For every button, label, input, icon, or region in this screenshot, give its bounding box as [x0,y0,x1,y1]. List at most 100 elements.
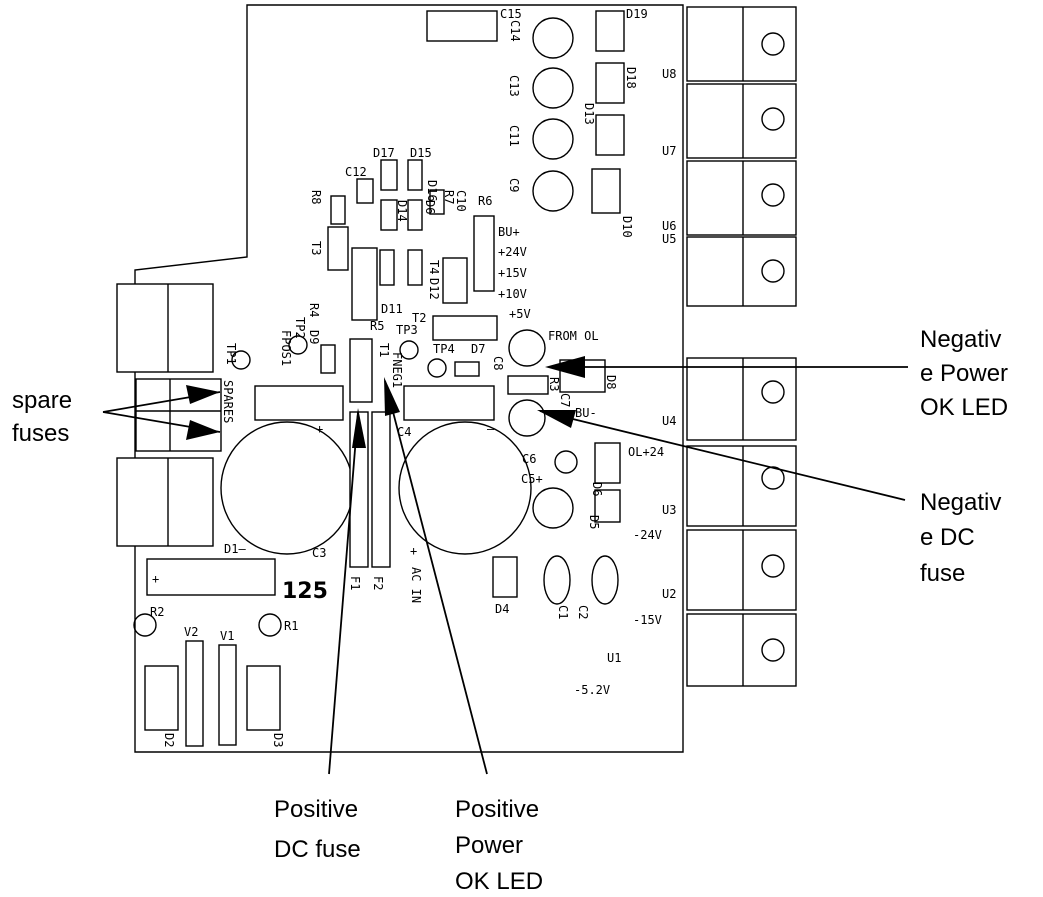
arrow-negative-dc-fuse [537,410,906,501]
label-tp2: TP2 [293,317,307,339]
callout-neg-fuse-line-1: Negativ [920,489,1001,516]
label-d16: D16 [425,180,439,202]
test-point-c6 [554,450,578,474]
label-d11: D11 [381,302,403,316]
transformer-t1 [349,338,373,403]
part-d5 [594,489,621,523]
label-d14: D14 [395,200,409,222]
callout-spare-fuses-line-1: spare [12,387,72,414]
regulator-u3 [686,445,797,527]
label-u7: U7 [662,144,676,158]
part-d17 [380,159,398,191]
regulator-u6 [686,160,797,236]
label-tp3: TP3 [396,323,418,337]
label-c13: C13 [507,75,521,97]
regulator-u2 [686,529,797,611]
board-number: 125 [282,579,328,604]
label-t2: T2 [412,311,426,325]
part-c15 [426,10,498,42]
label-minus-c4: — [487,422,495,436]
label-v1: V1 [220,629,234,643]
label-c1: C1 [556,605,570,619]
regulator-u8 [686,6,797,82]
callout-spare-fuses: spare fuses [12,387,72,447]
part-r7 [429,189,445,215]
part-t2 [432,315,498,341]
test-point-r1 [258,613,282,637]
label-d6b: D6 [590,482,604,496]
callout-neg-led-line-3: OK LED [920,394,1008,421]
capacitor-c7 [508,399,546,437]
label-d13: D13 [582,103,596,125]
label-plus-24v: +24V [498,245,527,259]
label-ol24: OL+24 [628,445,664,459]
label-r3: R3 [547,377,561,391]
label-d18: D18 [624,67,638,89]
label-d9: D9 [307,330,321,344]
label-r8: R8 [309,190,323,204]
part-d10 [591,168,621,214]
callout-spare-fuses-line-2: fuses [12,420,69,447]
regulator-u1 [686,613,797,687]
label-spares: SPARES [221,380,235,423]
label-c14: C14 [508,20,522,42]
fuse-holder-bottom [116,457,214,547]
callout-pos-led-line-1: Positive [455,796,539,823]
label-d4: D4 [495,602,509,616]
label-v2: V2 [184,625,198,639]
label-from-ol: FROM OL [548,329,599,343]
capacitor-c3 [220,421,354,555]
part-d18 [595,62,625,104]
label-d8: D8 [604,375,618,389]
label-u3: U3 [662,503,676,517]
part-d2 [144,665,179,731]
capacitor-c9 [532,170,574,212]
test-point-tp1 [231,350,251,370]
label-d1: D1— [224,542,246,556]
label-minus-15v: -15V [633,613,662,627]
capacitor-c4 [398,421,532,555]
label-u2: U2 [662,587,676,601]
label-d12: D12 [427,278,441,300]
label-c12: C12 [345,165,367,179]
label-c9: C9 [507,178,521,192]
label-c15: C15 [500,7,522,21]
callout-pos-led-line-3: OK LED [455,868,543,895]
resistor-block-left [254,385,344,421]
part-d14 [380,199,398,231]
callout-pos-fuse-line-2: DC fuse [274,836,361,863]
part-d1 [146,558,276,596]
part-d11b [407,249,423,286]
part-d4 [492,556,518,598]
label-c4: C4 [397,425,411,439]
part-d6 [594,442,621,484]
label-minus-5-2v: -5.2V [574,683,610,697]
label-d7: D7 [471,342,485,356]
callout-neg-led-line-2: e Power [920,360,1008,387]
part-v1 [218,644,237,746]
part-c12 [356,178,374,204]
label-r2: R2 [150,605,164,619]
label-d17: D17 [373,146,395,160]
arrow-positive-power-ok-led [384,377,488,775]
label-d10: D10 [620,216,634,238]
arrow-positive-dc-fuse [328,408,366,775]
label-u4: U4 [662,414,676,428]
label-tp4: TP4 [433,342,455,356]
label-c6: C6 [522,452,536,466]
test-point-tp2 [288,335,308,355]
regulator-u5 [686,236,797,307]
test-point-r2 [133,613,157,637]
callout-negative-dc-fuse: Negativ e DC fuse [920,489,1001,587]
label-u8: U8 [662,67,676,81]
part-t3 [327,226,349,271]
label-minus-24v: -24V [633,528,662,542]
part-d9 [320,344,336,374]
capacitor-c13 [532,67,574,109]
label-d19: D19 [626,7,648,21]
label-ac-in: AC IN [409,567,423,603]
arrow-negative-power-ok-led [545,356,908,378]
label-r1: R1 [284,619,298,633]
part-r6 [473,215,495,292]
